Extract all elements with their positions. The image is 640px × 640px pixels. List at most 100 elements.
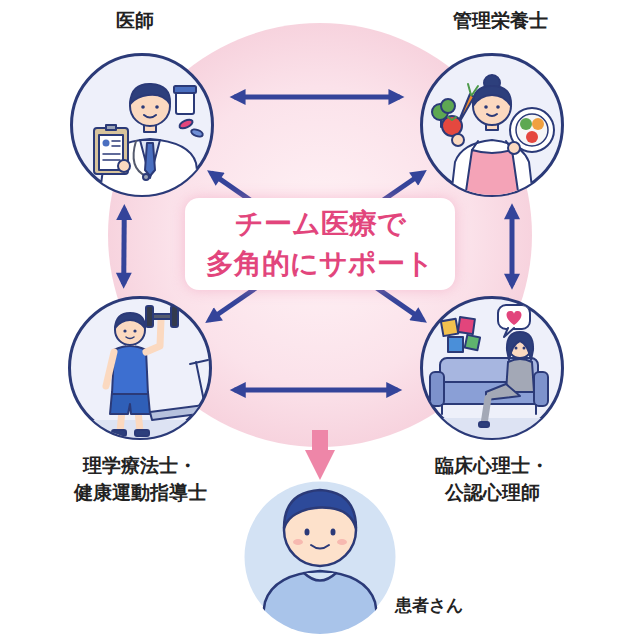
dietitian-illustration (472, 141, 478, 150)
doctor-illustration (112, 145, 120, 147)
node-outline (68, 296, 212, 440)
dietitian-illustration (510, 108, 554, 152)
doctor-illustration (112, 140, 120, 142)
psychologist-illustration (458, 317, 475, 334)
patient-illustration (305, 529, 310, 536)
psychologist-illustration (523, 347, 526, 350)
dietitian-illustration (532, 118, 544, 130)
patient-illustration (331, 529, 336, 536)
therapist-illustration (115, 315, 145, 345)
node-outline (422, 55, 563, 196)
role-label: 管理栄養士 (415, 7, 585, 34)
role-label: 臨床心理士・ 公認心理師 (407, 452, 577, 506)
patient-illustration (311, 545, 329, 549)
therapist-illustration (110, 392, 150, 414)
dietitian-illustration (484, 75, 500, 91)
psychologist-illustration (507, 311, 522, 325)
collaboration-arrow (510, 208, 515, 285)
collaboration-arrow (121, 209, 127, 284)
therapist-illustration (112, 430, 126, 436)
doctor-illustration (190, 128, 203, 138)
doctor-illustration (94, 128, 128, 174)
node-outline (70, 298, 211, 439)
dietitian-illustration (526, 131, 538, 143)
therapist-illustration (196, 362, 205, 406)
patient-illustration (337, 539, 347, 545)
message-box: チーム医療で 多角的にサポート (185, 198, 455, 290)
dietitian-illustration (442, 116, 462, 136)
patient-illustration (258, 571, 382, 640)
doctor-illustration (99, 135, 123, 170)
dietitian-illustration (432, 75, 554, 205)
dietitian-illustration (452, 134, 464, 146)
dietitian-illustration (464, 150, 520, 205)
role-circle: 理学療法士・ 健康運動指導士 (68, 296, 212, 440)
therapist-illustration (133, 329, 136, 332)
dietitian-illustration (484, 105, 488, 109)
psychologist-illustration (420, 305, 570, 448)
role-circle: 臨床心理士・ 公認心理師 (420, 296, 564, 440)
node-outline (420, 53, 564, 197)
role-label: 理学療法士・ 健康運動指導士 (55, 452, 225, 506)
dietitian-illustration (508, 142, 520, 154)
dietitian-illustration (486, 118, 498, 130)
role-label: 医師 (50, 7, 220, 34)
psychologist-illustration (498, 305, 530, 329)
psychologist-illustration (484, 398, 488, 424)
dietitian-illustration (468, 84, 478, 95)
doctor-illustration (130, 84, 170, 104)
psychologist-illustration (465, 335, 480, 350)
therapist-illustration (126, 337, 134, 339)
dietitian-illustration (520, 118, 532, 130)
node-outline (72, 55, 213, 196)
patient-illustration (293, 539, 303, 545)
patient-illustration (258, 490, 382, 640)
dietitian-illustration (456, 94, 474, 128)
doctor-illustration (134, 141, 146, 176)
doctor-illustration (178, 118, 194, 130)
role-circle: 医師 (70, 53, 214, 197)
therapist-illustration (66, 306, 216, 450)
doctor-illustration (118, 160, 130, 172)
dietitian-illustration (473, 87, 511, 125)
psychologist-illustration (508, 334, 532, 358)
dietitian-illustration (506, 141, 512, 150)
node-outline (422, 298, 563, 439)
doctor-illustration (176, 92, 194, 114)
therapist-illustration (146, 306, 153, 327)
therapist-illustration (171, 306, 178, 327)
doctor-illustration (144, 115, 156, 118)
psychologist-illustration (420, 418, 570, 448)
collaboration-arrow (234, 95, 399, 100)
psychologist-illustration (479, 422, 489, 427)
role-circle: 管理栄養士 (420, 53, 564, 197)
support-arrow (312, 290, 328, 480)
therapist-illustration (115, 313, 145, 328)
dietitian-illustration (441, 99, 455, 113)
therapist-illustration (120, 410, 122, 432)
doctor-illustration (145, 143, 155, 176)
psychologist-illustration (441, 405, 443, 414)
doctor-illustration (94, 84, 204, 205)
doctor-illustration (106, 125, 116, 130)
psychologist-illustration (507, 332, 533, 360)
dietitian-illustration (432, 104, 448, 120)
patient-circle: 患者さん (243, 480, 397, 634)
doctor-illustration (103, 159, 120, 161)
psychologist-illustration (436, 382, 542, 404)
therapist-illustration (138, 410, 140, 432)
center-message: チーム医療で 多角的にサポート (185, 198, 455, 284)
dietitian-illustration (441, 115, 446, 127)
psychologist-illustration (515, 347, 518, 350)
dietitian-illustration (448, 117, 456, 120)
therapist-illustration (190, 360, 208, 364)
collaboration-arrow (235, 388, 398, 393)
doctor-illustration (143, 174, 149, 180)
patient-illustration (304, 573, 336, 581)
therapist-illustration (66, 420, 216, 450)
doctor-illustration (174, 86, 196, 93)
therapist-illustration (150, 314, 174, 319)
psychologist-illustration (535, 405, 537, 414)
psychologist-illustration (534, 372, 548, 406)
